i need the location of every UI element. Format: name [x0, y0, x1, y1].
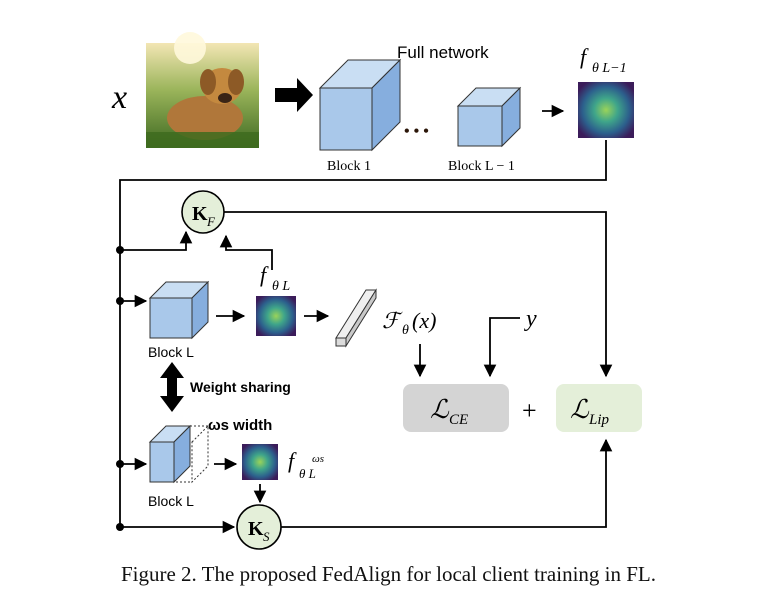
fL-label: f — [260, 262, 269, 287]
block-L-minus-1-cube — [456, 86, 522, 148]
f-ws-sub: θ L — [299, 466, 316, 481]
arrow-to-KF — [120, 230, 193, 251]
block-1-cube — [318, 58, 402, 152]
arrow-y-to-LCE — [483, 317, 520, 378]
f-ws-label: f — [288, 448, 297, 473]
KF-sub: F — [206, 214, 216, 229]
figure-caption: Figure 2. The proposed FedAlign for loca… — [120, 562, 657, 586]
F-theta-sub: θ — [402, 323, 409, 338]
LCE-box — [403, 384, 509, 432]
arrow-fL-to-KF — [219, 234, 273, 270]
plus-sign: + — [522, 396, 537, 425]
F-theta-arg: (x) — [412, 308, 436, 333]
y-label: y — [524, 306, 537, 332]
KS-label: K — [248, 518, 264, 540]
LCE-sub: CE — [449, 412, 468, 428]
full-network-label: Full network — [397, 43, 489, 62]
block-L-label: Block L — [148, 344, 194, 360]
main-trunk-line — [119, 140, 607, 527]
weight-sharing-label: Weight sharing — [190, 379, 291, 395]
block-L-slim-label: Block L — [148, 493, 194, 509]
big-arrow-icon — [275, 78, 313, 112]
KS-sub: S — [263, 529, 270, 544]
width-label: ωs width — [208, 417, 272, 434]
LLip-label: ℒ — [570, 395, 590, 424]
f-L-minus-1-label: f — [580, 44, 589, 69]
LCE-label: ℒ — [430, 395, 450, 424]
arrow-KF-to-LLip — [224, 211, 613, 378]
arrow-KS-to-LLip — [281, 438, 613, 528]
heatmap-ws — [242, 444, 278, 480]
heatmap-L — [256, 296, 296, 336]
double-arrow-icon — [160, 362, 184, 412]
block-L-slim-cube — [148, 424, 209, 484]
LLip-box — [556, 384, 642, 432]
block-L-minus-1-label: Block L − 1 — [448, 159, 515, 174]
fL-sub: θ L — [272, 279, 290, 294]
block-L-cube — [148, 280, 210, 340]
F-theta-label: ℱ — [382, 308, 403, 333]
heatmap-L-minus-1 — [578, 82, 634, 138]
block-1-label: Block 1 — [327, 159, 371, 174]
dog-photo-icon — [146, 32, 259, 148]
dots-icon: • • • — [404, 123, 429, 140]
f-ws-sup: ωs — [312, 453, 324, 465]
f-L-minus-1-sub: θ L−1 — [592, 61, 627, 76]
feature-vector-bar-icon — [335, 288, 377, 348]
KF-label: K — [192, 203, 208, 225]
input-x-label: x — [111, 79, 127, 116]
LLip-sub: Lip — [588, 412, 610, 428]
